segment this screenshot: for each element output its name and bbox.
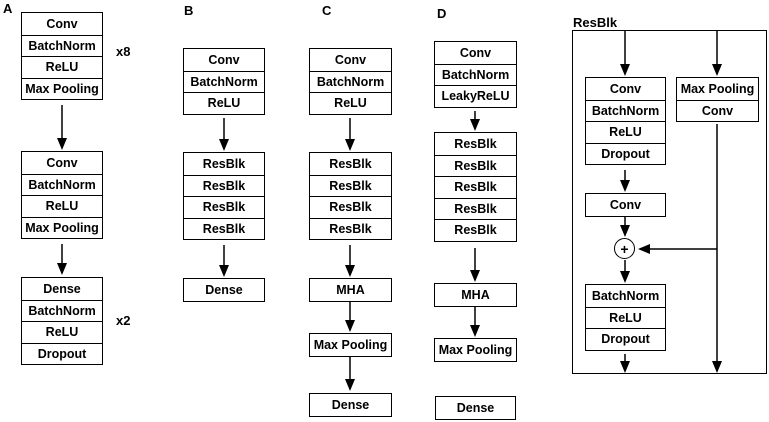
model-c-block1: Conv BatchNorm ReLU	[309, 48, 392, 115]
layer-batchnorm: BatchNorm	[22, 299, 102, 321]
layer-conv: Conv	[435, 42, 516, 64]
layer-dropout: Dropout	[22, 342, 102, 364]
model-c-maxpool: Max Pooling	[309, 333, 392, 357]
layer-mha: MHA	[435, 284, 516, 306]
repeat-x2-label: x2	[116, 313, 131, 328]
model-c-mha: MHA	[309, 278, 392, 302]
layer-resblk: ResBlk	[184, 174, 264, 196]
layer-conv: Conv	[22, 13, 102, 35]
layer-resblk: ResBlk	[435, 219, 516, 241]
resblk-main-stack1: Conv BatchNorm ReLU Dropout	[585, 77, 666, 165]
layer-resblk: ResBlk	[310, 174, 391, 196]
model-d-block1: Conv BatchNorm LeakyReLU	[434, 41, 517, 108]
layer-mha: MHA	[310, 279, 391, 301]
layer-relu: ReLU	[22, 56, 102, 78]
model-a-block1: Conv BatchNorm ReLU Max Pooling	[21, 12, 103, 100]
layer-resblk: ResBlk	[310, 196, 391, 218]
layer-dropout: Dropout	[586, 328, 665, 350]
layer-resblk: ResBlk	[435, 197, 516, 219]
model-d-label: D	[437, 6, 447, 21]
model-c-label: C	[322, 3, 332, 18]
layer-resblk: ResBlk	[310, 217, 391, 239]
layer-conv: Conv	[310, 49, 391, 71]
model-b-label: B	[184, 3, 194, 18]
layer-batchnorm: BatchNorm	[586, 99, 665, 121]
layer-relu: ReLU	[22, 321, 102, 343]
model-d-maxpool: Max Pooling	[434, 338, 517, 362]
model-d-dense: Dense	[435, 396, 516, 420]
layer-resblk: ResBlk	[184, 196, 264, 218]
resblk-skip-stack: Max Pooling Conv	[676, 77, 759, 122]
layer-relu: ReLU	[310, 92, 391, 114]
resblk-boundary-box	[572, 30, 767, 374]
layer-conv: Conv	[184, 49, 264, 71]
resblk-title: ResBlk	[573, 15, 618, 30]
layer-relu: ReLU	[184, 92, 264, 114]
model-a-block3: Dense BatchNorm ReLU Dropout	[21, 277, 103, 365]
repeat-x8-label: x8	[116, 44, 131, 59]
layer-dense: Dense	[22, 278, 102, 300]
layer-relu: ReLU	[586, 306, 665, 328]
model-d-block2: ResBlk ResBlk ResBlk ResBlk ResBlk	[434, 132, 517, 242]
layer-resblk: ResBlk	[184, 217, 264, 239]
layer-dense: Dense	[310, 394, 391, 416]
model-c-dense: Dense	[309, 393, 392, 417]
layer-batchnorm: BatchNorm	[586, 285, 665, 307]
layer-resblk: ResBlk	[310, 153, 391, 175]
layer-relu: ReLU	[586, 121, 665, 143]
layer-maxpooling: Max Pooling	[677, 78, 758, 100]
layer-conv: Conv	[586, 194, 665, 216]
layer-dropout: Dropout	[586, 142, 665, 164]
model-c-block2: ResBlk ResBlk ResBlk ResBlk	[309, 152, 392, 240]
model-a-label: A	[3, 1, 13, 16]
model-d-mha: MHA	[434, 283, 517, 307]
layer-conv: Conv	[586, 78, 665, 100]
layer-maxpooling: Max Pooling	[435, 339, 516, 361]
layer-conv: Conv	[677, 99, 758, 121]
layer-batchnorm: BatchNorm	[310, 70, 391, 92]
layer-dense: Dense	[184, 279, 264, 301]
layer-maxpooling: Max Pooling	[22, 77, 102, 99]
layer-maxpooling: Max Pooling	[310, 334, 391, 356]
layer-conv: Conv	[22, 152, 102, 174]
layer-batchnorm: BatchNorm	[22, 34, 102, 56]
model-b-block2: ResBlk ResBlk ResBlk ResBlk	[183, 152, 265, 240]
model-a-block2: Conv BatchNorm ReLU Max Pooling	[21, 151, 103, 239]
layer-batchnorm: BatchNorm	[22, 173, 102, 195]
layer-resblk: ResBlk	[435, 154, 516, 176]
layer-resblk: ResBlk	[435, 133, 516, 155]
model-b-block3: Dense	[183, 278, 265, 302]
add-node: +	[614, 238, 635, 259]
layer-batchnorm: BatchNorm	[435, 63, 516, 85]
model-b-block1: Conv BatchNorm ReLU	[183, 48, 265, 115]
layer-resblk: ResBlk	[184, 153, 264, 175]
layer-resblk: ResBlk	[435, 176, 516, 198]
resblk-main-stack2: BatchNorm ReLU Dropout	[585, 284, 666, 351]
layer-dense: Dense	[436, 397, 515, 419]
layer-batchnorm: BatchNorm	[184, 70, 264, 92]
layer-leakyrelu: LeakyReLU	[435, 85, 516, 107]
plus-icon: +	[620, 240, 629, 257]
layer-maxpooling: Max Pooling	[22, 216, 102, 238]
layer-relu: ReLU	[22, 195, 102, 217]
resblk-mid-conv: Conv	[585, 193, 666, 217]
